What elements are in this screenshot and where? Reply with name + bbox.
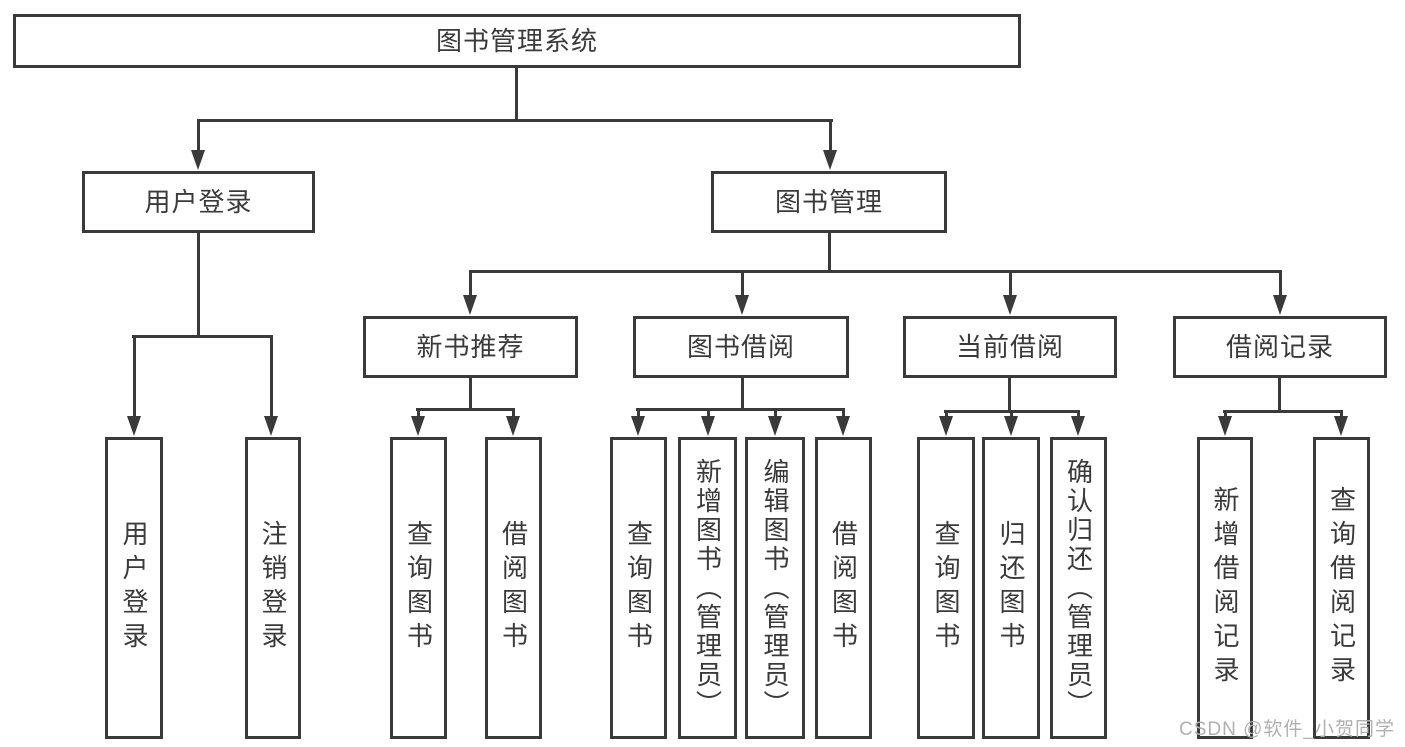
connector-line bbox=[741, 378, 744, 411]
connector-arrow bbox=[264, 416, 278, 436]
node-new-book-recommend: 新书推荐 bbox=[363, 316, 578, 378]
connector-line bbox=[469, 270, 1282, 273]
node-label: 借阅记录 bbox=[1225, 331, 1334, 362]
node-label: 新增图书（管理员） bbox=[692, 457, 723, 719]
connector-arrow bbox=[836, 416, 850, 436]
node-book-management: 图书管理 bbox=[711, 171, 947, 233]
connector-line bbox=[741, 273, 744, 295]
node-recommend-query-books: 查询图书 bbox=[390, 437, 447, 739]
node-label: 新增借阅记录 bbox=[1210, 486, 1240, 690]
node-label: 借阅图书 bbox=[498, 520, 529, 656]
connector-arrow bbox=[1071, 416, 1085, 436]
node-label: 图书管理 bbox=[774, 186, 883, 217]
node-label: 当前借阅 bbox=[955, 331, 1064, 362]
node-return-books: 归还图书 bbox=[982, 437, 1040, 739]
connector-line bbox=[944, 410, 1080, 413]
connector-line bbox=[637, 411, 640, 416]
node-label: 图书借阅 bbox=[686, 331, 795, 362]
connector-line bbox=[1223, 410, 1343, 413]
connector-arrow bbox=[411, 416, 425, 436]
node-user-login-action: 用户登录 bbox=[105, 437, 163, 739]
node-root: 图书管理系统 bbox=[13, 14, 1021, 68]
connector-line bbox=[1279, 273, 1282, 295]
node-label: 查询图书 bbox=[623, 520, 654, 656]
node-current-borrow: 当前借阅 bbox=[903, 316, 1117, 378]
node-label: 查询图书 bbox=[931, 520, 961, 656]
node-label: 新书推荐 bbox=[416, 331, 525, 362]
connector-line bbox=[417, 411, 420, 416]
connector-arrow bbox=[127, 416, 141, 436]
connector-line bbox=[1224, 413, 1227, 416]
connector-arrow bbox=[631, 416, 645, 436]
node-label: 用户登录 bbox=[144, 186, 253, 217]
connector-arrow bbox=[1003, 295, 1017, 315]
connector-line bbox=[512, 411, 515, 416]
node-logout-action: 注销登录 bbox=[245, 437, 301, 739]
connector-line bbox=[515, 68, 518, 121]
connector-arrow bbox=[1334, 416, 1348, 436]
node-book-borrow: 图书借阅 bbox=[633, 316, 849, 378]
connector-line bbox=[828, 233, 831, 273]
node-label: 查询借阅记录 bbox=[1326, 486, 1357, 690]
connector-arrow bbox=[1218, 416, 1232, 436]
connector-arrow bbox=[701, 416, 715, 436]
connector-arrow bbox=[506, 416, 520, 436]
connector-line bbox=[416, 408, 515, 411]
connector-line bbox=[1009, 273, 1012, 295]
node-label: 图书管理系统 bbox=[435, 25, 598, 56]
connector-arrow bbox=[768, 416, 782, 436]
node-add-borrow-record: 新增借阅记录 bbox=[1197, 437, 1253, 739]
connector-line bbox=[133, 338, 136, 416]
connector-line bbox=[1340, 413, 1343, 416]
connector-line bbox=[1008, 378, 1011, 413]
node-label: 用户登录 bbox=[119, 520, 149, 656]
connector-line bbox=[469, 273, 472, 295]
connector-line bbox=[270, 338, 273, 416]
node-label: 确认归还（管理员） bbox=[1063, 457, 1094, 719]
csdn-watermark: CSDN @软件_小贺同学 bbox=[1179, 719, 1395, 740]
connector-line bbox=[132, 335, 273, 338]
connector-arrow bbox=[939, 416, 953, 436]
node-edit-books-admin: 编辑图书（管理员） bbox=[745, 437, 805, 739]
connector-line bbox=[469, 378, 472, 411]
node-label: 借阅图书 bbox=[828, 520, 859, 656]
connector-line bbox=[197, 119, 833, 122]
connector-line bbox=[774, 411, 777, 416]
node-borrow-books: 借阅图书 bbox=[815, 437, 872, 739]
connector-arrow bbox=[823, 150, 837, 170]
node-label: 编辑图书（管理员） bbox=[760, 457, 790, 719]
connector-arrow bbox=[735, 295, 749, 315]
connector-arrow bbox=[191, 150, 205, 170]
connector-line bbox=[829, 122, 832, 150]
node-borrow-query-books: 查询图书 bbox=[610, 437, 667, 739]
connector-arrow bbox=[1273, 295, 1287, 315]
node-query-borrow-record: 查询借阅记录 bbox=[1313, 437, 1370, 739]
node-add-books-admin: 新增图书（管理员） bbox=[678, 437, 737, 739]
connector-line bbox=[1010, 413, 1013, 416]
connector-line bbox=[707, 411, 710, 416]
connector-line bbox=[945, 413, 948, 416]
connector-line bbox=[197, 233, 200, 338]
node-confirm-return-admin: 确认归还（管理员） bbox=[1050, 437, 1107, 739]
connector-line bbox=[1077, 413, 1080, 416]
connector-line bbox=[636, 408, 845, 411]
node-label: 归还图书 bbox=[996, 520, 1026, 656]
node-label: 查询图书 bbox=[403, 520, 434, 656]
connector-line bbox=[197, 122, 200, 150]
node-label: 注销登录 bbox=[258, 520, 288, 656]
node-current-query-books: 查询图书 bbox=[917, 437, 975, 739]
connector-line bbox=[1278, 378, 1281, 413]
connector-arrow bbox=[463, 295, 477, 315]
node-user-login: 用户登录 bbox=[82, 171, 315, 233]
connector-arrow bbox=[1004, 416, 1018, 436]
connector-line bbox=[842, 411, 845, 416]
node-recommend-borrow-books: 借阅图书 bbox=[485, 437, 542, 739]
node-borrow-records: 借阅记录 bbox=[1173, 316, 1387, 378]
